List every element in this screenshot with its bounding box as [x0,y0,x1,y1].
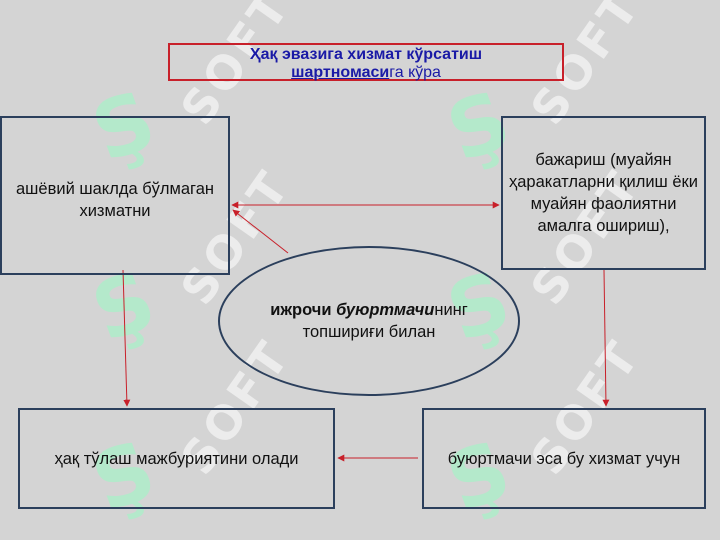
box-bottom-left-text: ҳақ тўлаш мажбуриятини олади [54,449,299,468]
center-word1: ижрочи [270,301,332,319]
title-line1: Ҳақ эвазига хизмат кўрсатиш [249,46,483,63]
box-top-left-text: ашёвий шаклда бўлмаган хизматни [16,179,214,220]
diagram-title: Ҳақ эвазига хизмат кўрсатиш шартномасига… [168,43,564,81]
center-suffix: нинг [434,301,468,319]
box-bottom-right-text: буюртмачи эса бу хизмат учун [447,449,681,468]
center-word2: буюртмачи [336,301,435,319]
box-top-right-text: бажариш (муайян ҳаракатларни қилиш ёки м… [509,151,698,235]
arrow-top-left-down [122,269,131,407]
arrow-top-right-down [602,269,610,407]
box-top-right: бажариш (муайян ҳаракатларни қилиш ёки м… [501,116,706,270]
box-bottom-right: буюртмачи эса бу хизмат учун [422,408,706,509]
box-top-left: ашёвий шаклда бўлмаган хизматни [0,116,230,275]
title-line2-rest: га кўра [389,64,441,81]
box-bottom-left: ҳақ тўлаш мажбуриятини олади [18,408,335,509]
center-line2: топшириғи билан [302,323,436,341]
center-ellipse: ижрочи буюртмачининг топшириғи билан [218,246,520,396]
title-line2-bold: шартномаси [291,64,390,81]
arrow-ellipse-to-top-left [232,209,289,254]
